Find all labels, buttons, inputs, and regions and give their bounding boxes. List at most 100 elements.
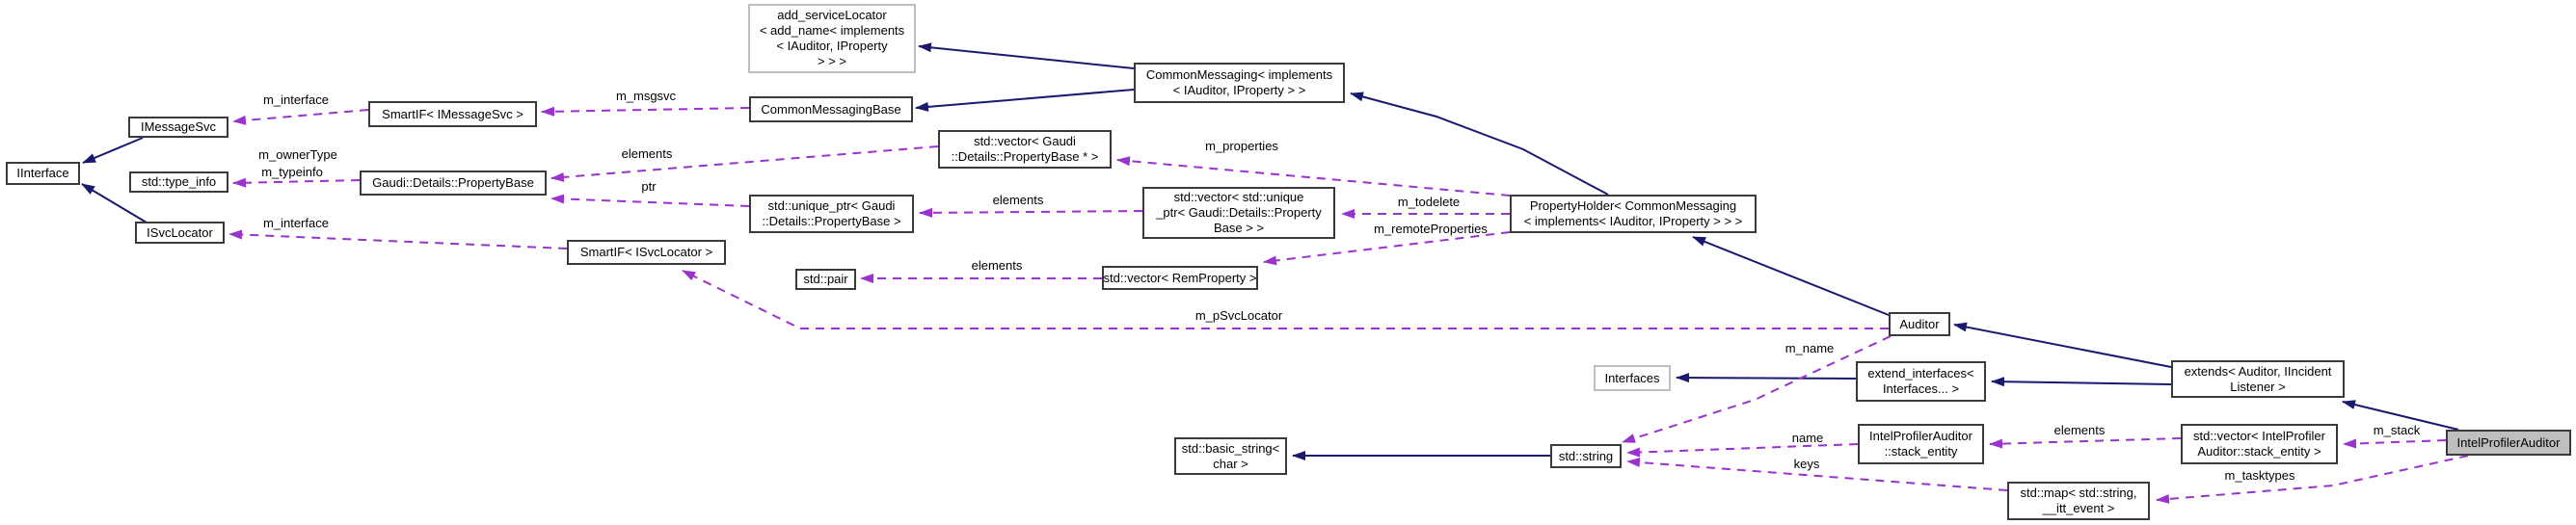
edge-extends-to-extendinterfaces xyxy=(1991,377,2172,387)
edge-label-elements: elements xyxy=(2053,423,2106,437)
class-node-label: Interfaces... > xyxy=(1882,381,1960,396)
edge-propertyholder-to-vectorremproperty xyxy=(1263,231,1511,266)
edge-uniqueptr-to-propertybase xyxy=(550,194,750,207)
class-node-std-string[interactable]: std::string xyxy=(1550,444,1622,468)
class-node-label: < IAuditor, IProperty > > xyxy=(1172,83,1306,97)
class-node-label: std::basic_string< xyxy=(1181,440,1280,456)
edge-label-elements: elements xyxy=(621,146,673,161)
edge-propertybase-to-typeinfo xyxy=(232,177,361,188)
edge-label-name: name xyxy=(1791,431,1824,445)
class-node-label: __itt_event > xyxy=(2042,501,2115,515)
class-node-label: > > > xyxy=(818,54,846,68)
class-node-label: _ptr< Gaudi::Details::Property xyxy=(1156,205,1322,220)
edge-label-m_remoteProperties: m_remoteProperties xyxy=(1374,222,1488,236)
edge-auditor-to-propertyholder xyxy=(1692,236,1890,316)
class-node-extend-interfaces[interactable]: extend_interfaces<Interfaces... > xyxy=(1856,361,1986,402)
class-node-label: std::vector< RemProperty > xyxy=(1103,270,1257,285)
class-node-label: std::string xyxy=(1558,448,1614,463)
class-node-label: char > xyxy=(1213,456,1248,471)
edge-imessagesvc-to-iinterface xyxy=(82,137,144,164)
edge-label-elements: elements xyxy=(971,258,1023,273)
edge-propertyholder-to-commonmessaging xyxy=(1350,92,1609,196)
edge-label-elements: elements xyxy=(992,193,1044,207)
edge-label-m_tasktypes: m_tasktypes xyxy=(2224,468,2295,483)
class-node-property-holder[interactable]: PropertyHolder< CommonMessaging< impleme… xyxy=(1510,195,1757,233)
class-node-label: std::pair xyxy=(803,272,848,286)
class-node-label: IInterface xyxy=(16,166,69,180)
edge-label-m_stack: m_stack xyxy=(2373,423,2421,437)
edge-auditor-to-smartif-isvclocator xyxy=(682,270,1889,329)
class-node-std-type-info[interactable]: std::type_info xyxy=(129,171,228,193)
class-node-unique-ptr-propertybase[interactable]: std::unique_ptr< Gaudi::Details::Propert… xyxy=(749,195,914,233)
edge-commonmessaging-to-addservicelocator xyxy=(918,42,1135,69)
class-node-label: ::Details::PropertyBase * > xyxy=(951,149,1099,164)
edge-auditor-to-stdstring xyxy=(1622,335,1892,443)
edge-vectorstackentity-to-stackentity xyxy=(1989,437,2182,449)
edge-label-m_typeinfo: m_typeinfo xyxy=(261,165,323,179)
class-node-label: std::vector< Gaudi xyxy=(974,134,1076,148)
class-node-add-servicelocator[interactable]: add_serviceLocator< add_name< implements… xyxy=(748,4,916,73)
edge-intelprofilerauditor-to-vectorstackentity xyxy=(2343,438,2447,449)
class-node-stack-entity[interactable]: IntelProfilerAuditor::stack_entity xyxy=(1858,424,1984,464)
class-node-gaudi-property-base[interactable]: Gaudi::Details::PropertyBase xyxy=(360,171,547,196)
edge-label-m_msgsvc: m_msgsvc xyxy=(615,89,677,103)
class-node-common-messaging-base[interactable]: CommonMessagingBase xyxy=(749,96,913,122)
edge-extendinterfaces-to-interfaces xyxy=(1676,373,1857,383)
class-node-label: std::vector< IntelProfiler xyxy=(2193,429,2325,443)
class-node-label: < add_name< implements xyxy=(759,23,905,38)
class-node-label: add_serviceLocator xyxy=(777,8,887,22)
class-node-label: std::type_info xyxy=(141,174,217,189)
class-node-isvclocator[interactable]: ISvcLocator xyxy=(135,222,225,244)
class-node-label: SmartIF< IMessageSvc > xyxy=(382,106,523,121)
edge-commonmessaging-to-commonmessagingbase xyxy=(915,89,1135,112)
class-node-map-itt-event[interactable]: std::map< std::string,__itt_event > xyxy=(2007,482,2150,520)
class-node-smartif-imessagesvc[interactable]: SmartIF< IMessageSvc > xyxy=(368,101,537,127)
class-node-label: ::Details::PropertyBase > xyxy=(762,214,901,228)
class-node-label: PropertyHolder< CommonMessaging xyxy=(1529,198,1737,213)
class-node-label: Listener > xyxy=(2230,379,2286,394)
edge-label-m_todelete: m_todelete xyxy=(1397,195,1461,209)
class-node-label: Base > > xyxy=(1213,221,1265,235)
class-node-smartif-isvclocator[interactable]: SmartIF< ISvcLocator > xyxy=(567,240,726,265)
edge-label-m_interface: m_interface xyxy=(263,92,329,107)
class-node-label: std::map< std::string, xyxy=(2020,486,2137,500)
class-node-vector-remproperty[interactable]: std::vector< RemProperty > xyxy=(1102,266,1258,290)
class-node-iinterface[interactable]: IInterface xyxy=(6,162,80,185)
class-node-interfaces[interactable]: Interfaces xyxy=(1594,365,1671,391)
class-node-label: Auditor::stack_entity > xyxy=(2197,444,2321,459)
edge-map-to-stdstring xyxy=(1626,458,2008,491)
class-node-label: IMessageSvc xyxy=(140,119,217,134)
class-node-label: ::stack_entity xyxy=(1884,444,1958,459)
class-node-label: extend_interfaces< xyxy=(1867,366,1974,381)
edge-extends-to-auditor xyxy=(1953,322,2172,368)
class-node-label: SmartIF< ISvcLocator > xyxy=(579,245,713,259)
class-node-vector-propertybase-ptr[interactable]: std::vector< Gaudi::Details::PropertyBas… xyxy=(938,130,1112,169)
class-node-label: Auditor xyxy=(1899,316,1940,331)
edge-label-m_properties: m_properties xyxy=(1205,139,1278,153)
class-node-auditor[interactable]: Auditor xyxy=(1889,312,1950,336)
edge-label-m_ownerType: m_ownerType xyxy=(258,147,337,162)
edge-label-m_interface: m_interface xyxy=(263,216,329,230)
class-node-label: CommonMessaging< implements xyxy=(1145,67,1333,82)
class-node-imessagesvc[interactable]: IMessageSvc xyxy=(128,117,228,138)
class-node-basic-string[interactable]: std::basic_string<char > xyxy=(1174,437,1287,475)
class-node-label: IntelProfilerAuditor xyxy=(1869,429,1972,443)
class-node-common-messaging[interactable]: CommonMessaging< implements< IAuditor, I… xyxy=(1134,63,1345,103)
edge-commonmessagingbase-to-smartif-imessagesvc xyxy=(541,106,750,117)
class-node-label: Interfaces xyxy=(1604,370,1660,385)
class-node-std-pair[interactable]: std::pair xyxy=(795,269,856,290)
class-node-label: IntelProfilerAuditor xyxy=(2456,434,2561,450)
class-node-label: Gaudi::Details::PropertyBase xyxy=(372,175,534,190)
class-node-label: extends< Auditor, IIncident xyxy=(2184,363,2332,379)
class-node-vector-unique-ptr[interactable]: std::vector< std::unique_ptr< Gaudi::Det… xyxy=(1142,187,1335,239)
edge-stackentity-to-stdstring xyxy=(1626,443,1859,458)
class-node-label: CommonMessagingBase xyxy=(761,101,901,117)
class-node-intel-profiler-auditor: IntelProfilerAuditor xyxy=(2446,430,2571,456)
edge-vectorpropertybase-to-propertybase xyxy=(550,145,939,182)
edge-smartif-isvclocator-to-isvclocator xyxy=(228,229,568,249)
class-node-label: ISvcLocator xyxy=(147,224,213,240)
